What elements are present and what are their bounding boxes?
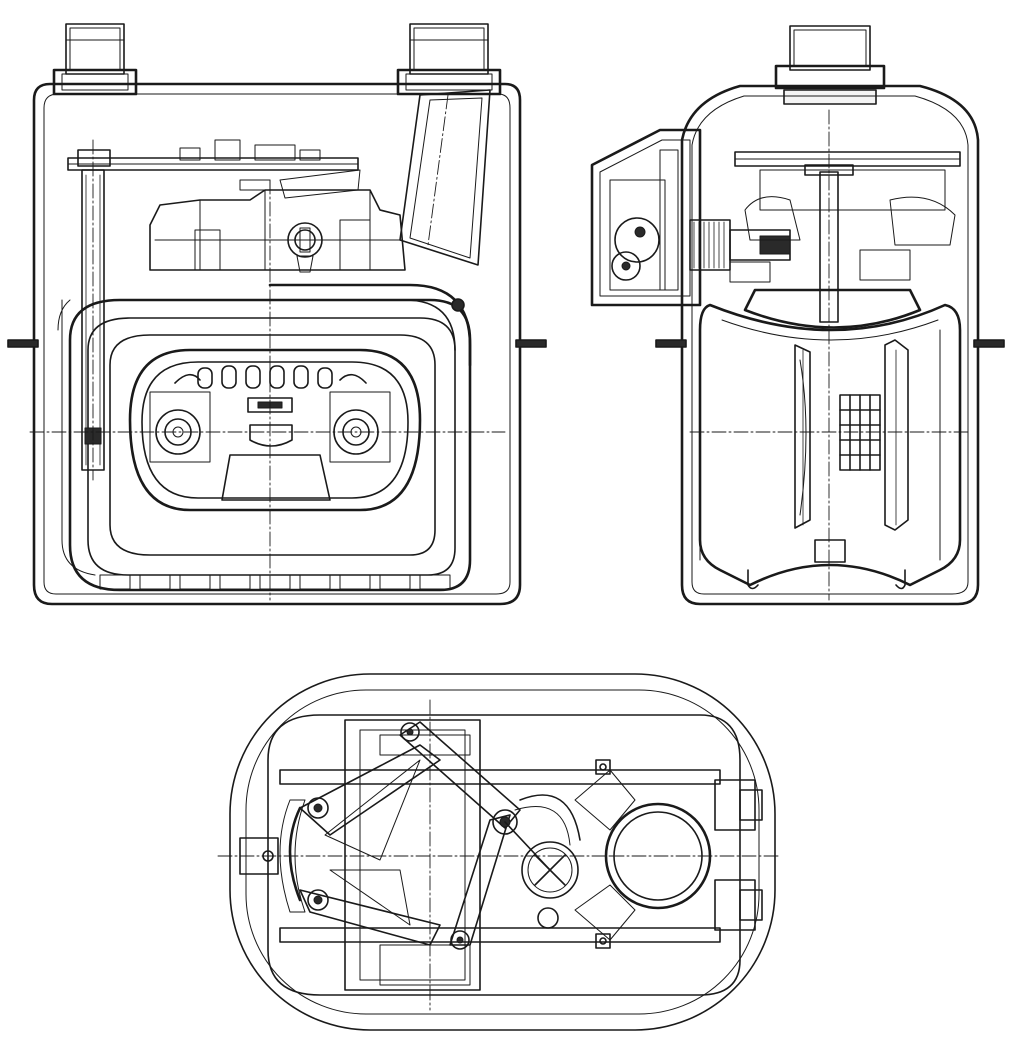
top-section-view [217, 673, 781, 1031]
top-left-linkage [279, 744, 441, 946]
front-side-lugs [7, 339, 547, 348]
front-housing-outer [32, 82, 522, 606]
top-right-flanges [714, 779, 763, 931]
index-register-box [590, 128, 702, 307]
top-screws [595, 759, 611, 949]
center-boss [221, 397, 331, 501]
plate-slots [174, 365, 367, 389]
left-side-ribs [57, 299, 96, 576]
side-bellows-body [698, 303, 962, 587]
side-upper-mechanism [729, 151, 961, 283]
side-left-lug [655, 339, 687, 348]
center-knob [287, 222, 323, 273]
top-horizontal-bar-lower [279, 927, 721, 943]
left-drive-shaft [77, 139, 111, 481]
top-housing-outer [229, 673, 776, 1031]
diaphragm-plate-inner [141, 361, 409, 499]
right-valve-seat [329, 391, 391, 463]
side-bellows-upper [743, 288, 922, 329]
top-inner-chamber [267, 714, 741, 996]
top-horizontal-bar-upper [279, 769, 721, 785]
top-crank-arc [504, 794, 581, 929]
side-right-diaphragm [884, 339, 909, 531]
left-valve-seat [149, 391, 211, 463]
front-section-view [7, 23, 547, 606]
outlet-channel [399, 89, 491, 266]
front-housing-inner [43, 93, 511, 595]
bellows-chamber-inner [109, 334, 436, 556]
side-housing-inner [691, 95, 969, 595]
connecting-duct [268, 283, 472, 367]
side-center-shaft [804, 109, 854, 601]
side-right-lug [973, 339, 1005, 348]
diaphragm-plate [128, 348, 422, 512]
side-section-view [590, 25, 1005, 606]
side-left-diaphragm [794, 344, 811, 529]
side-pipe-connector [774, 25, 886, 105]
side-bottom-nub [814, 539, 846, 563]
top-housing-inner [245, 689, 760, 1015]
top-main-link [399, 721, 521, 950]
side-center-comb [839, 394, 881, 471]
side-housing-outer [680, 84, 980, 606]
bottom-cells [99, 574, 451, 590]
top-lever [67, 139, 361, 199]
upper-mechanism-housing [149, 189, 406, 271]
